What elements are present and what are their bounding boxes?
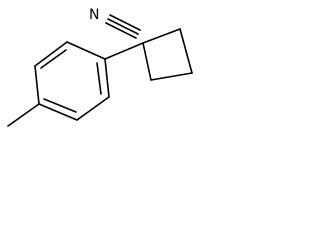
aryl-attachment-bond [104, 42, 144, 60]
benzene-bond [38, 103, 78, 121]
nitrogen-atom-label: N [89, 7, 99, 23]
cyclobutane-bond [142, 42, 152, 81]
benzene-bond [34, 65, 40, 105]
benzene-ring [34, 41, 110, 121]
methyl-bond [7, 103, 40, 127]
cyclobutane-bond [179, 28, 193, 74]
chemical-structure-diagram: N [7, 7, 193, 127]
cyclobutane-ring [142, 28, 193, 81]
benzene-double-bond [43, 98, 77, 113]
benzene-bond [76, 96, 110, 121]
cyclobutane-bond [150, 72, 193, 81]
nitrile-group: N [89, 7, 141, 39]
cyclobutane-bond [142, 28, 181, 44]
benzene-double-bond [40, 49, 67, 69]
benzene-bond [104, 58, 110, 98]
benzene-bond [34, 41, 68, 67]
nitrile-bond-line-2 [109, 14, 141, 31]
benzene-bond [66, 41, 106, 60]
nitrile-bond-line-1 [107, 18, 139, 35]
benzene-double-bond [96, 62, 102, 95]
nitrile-bond-line-3 [105, 22, 137, 39]
